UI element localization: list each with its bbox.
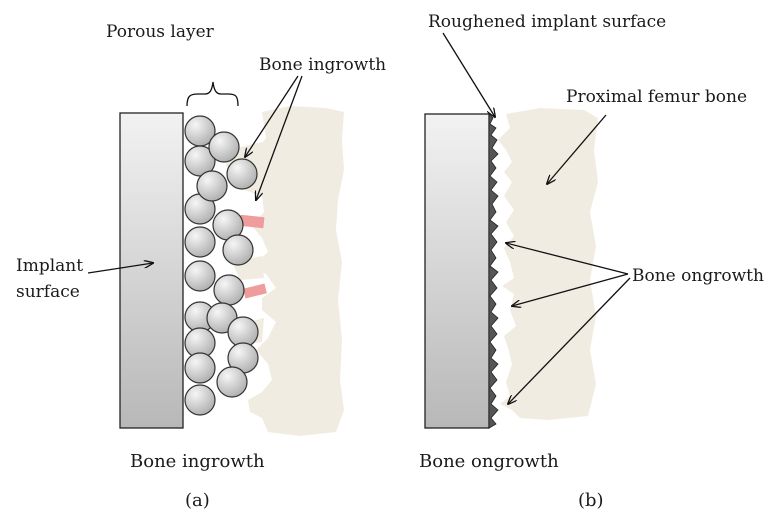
ingrowth-tissue-strip [239,214,265,229]
bone-tissue-b [498,108,598,420]
porous-layer-label: Porous layer [106,22,215,42]
bone-tissue-a [240,106,344,436]
porous-layer-brace [186,81,239,107]
implant-label: Implant [16,256,83,276]
caption-b-letter: (b) [578,490,604,511]
ingrowth-tissue-strip [243,283,267,299]
implant-surface-arrow [87,263,153,274]
bone-ongrowth-label: Bone ongrowth [632,266,764,286]
bone-ongrowth-arrow [512,273,629,306]
roughened-surface [488,113,499,429]
panel-b: Roughened implant surface Proximal femur… [419,12,764,511]
implant-block-a [119,112,184,429]
porous-bead [222,234,254,266]
bone-ingrowth-arrow [256,75,303,200]
panel-a: Porous layer Bone ingrowth Implant surfa… [16,22,386,511]
bone-ingrowth-label: Bone ingrowth [259,55,386,75]
femur-bone-arrow [547,114,607,184]
porous-bead [184,145,216,177]
caption-a-title: Bone ingrowth [130,451,265,472]
porous-bead [196,170,228,202]
porous-beads [184,115,259,416]
porous-bead [208,131,240,163]
caption-b-title: Bone ongrowth [419,451,559,472]
caption-a-letter: (a) [185,490,210,511]
bone-ingrowth-arrow [245,75,299,157]
porous-bead [184,384,216,416]
porous-bead [213,274,245,306]
roughened-surface-arrow [442,32,495,117]
implant-block-b [424,113,490,429]
porous-bead [216,366,248,398]
surface-label: surface [16,282,80,302]
porous-bead [226,158,258,190]
bone-ongrowth-arrow [506,243,629,275]
bone-ongrowth-arrow [508,277,631,404]
roughened-surface-label: Roughened implant surface [428,12,666,32]
porous-bead [184,226,216,258]
proximal-femur-label: Proximal femur bone [566,87,747,107]
porous-bead [184,352,216,384]
porous-bead [184,260,216,292]
